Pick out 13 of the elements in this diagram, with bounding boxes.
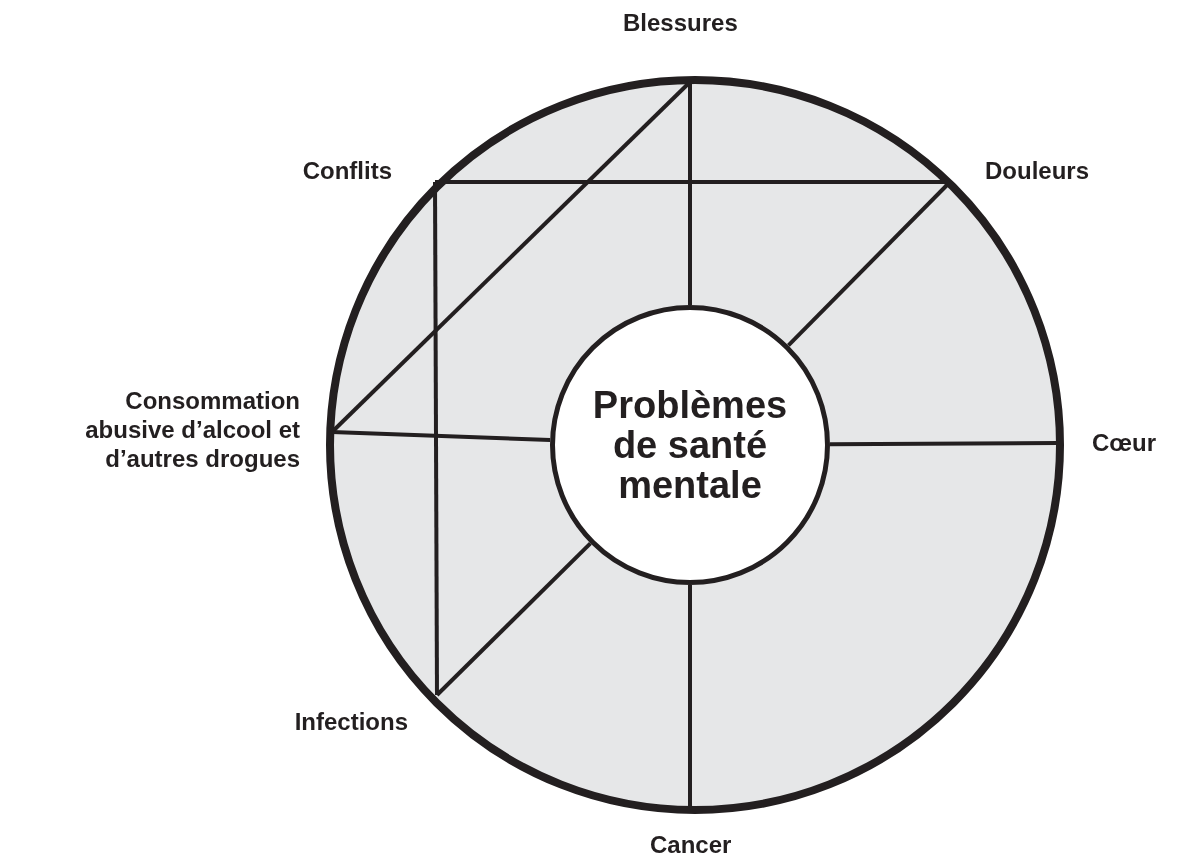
- category-label: Douleurs: [985, 156, 1089, 185]
- category-label: Conflits: [302, 156, 392, 185]
- connector-line: [688, 585, 692, 806]
- connector-line: [433, 182, 439, 695]
- connector-line: [688, 82, 692, 305]
- connector-line: [331, 430, 551, 442]
- category-label: Cancer: [650, 830, 732, 859]
- category-label: Infections: [294, 707, 408, 736]
- category-label: Blessures: [623, 8, 738, 37]
- category-label: Cœur: [1092, 428, 1156, 457]
- connector-line: [435, 541, 592, 697]
- category-label: Consommation abusive d’alcool et d’autres drogues: [50, 386, 300, 473]
- connector-line: [830, 441, 1058, 447]
